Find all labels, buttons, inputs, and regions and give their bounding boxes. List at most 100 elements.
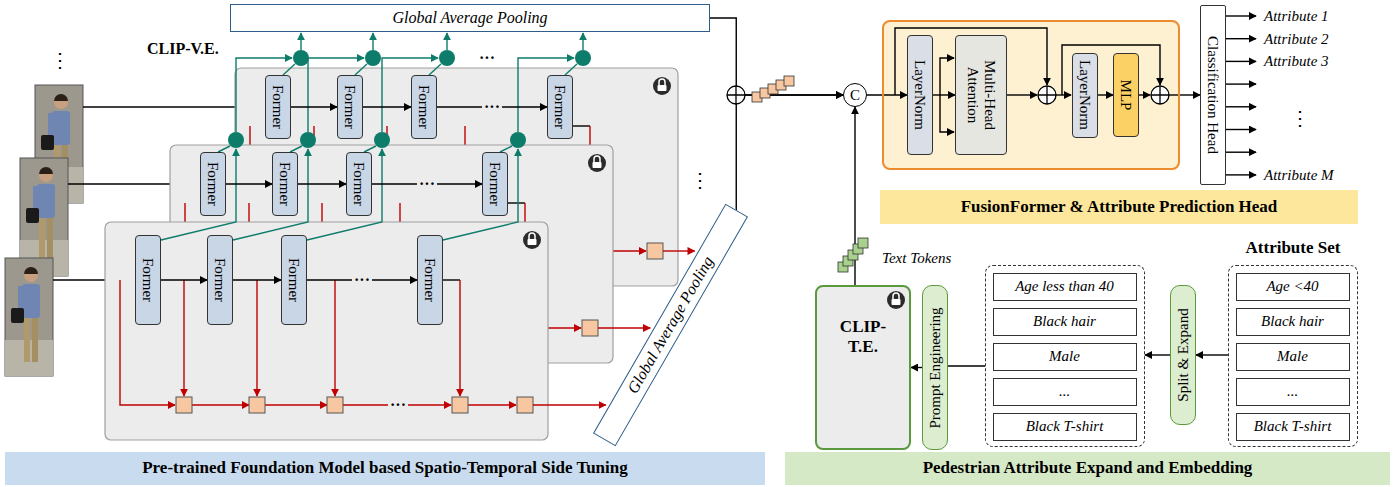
side-path: [468, 404, 516, 405]
section-band: FusionFormer & Attribute Prediction Head: [880, 190, 1358, 224]
output-arrow: [1226, 106, 1256, 107]
attribute-item: ...: [1236, 378, 1350, 406]
lock-shackle: [529, 233, 535, 239]
connector: [363, 106, 411, 107]
lock-icon: [653, 77, 671, 95]
teal-path: [308, 58, 364, 132]
image-frame: [5, 258, 53, 376]
person-hair: [39, 167, 53, 174]
teal-path: [382, 58, 438, 132]
wire: [1056, 94, 1071, 95]
attribute-item: ...: [993, 378, 1137, 406]
lock-disc: [523, 231, 541, 249]
group-heading: Attribute Set: [1229, 239, 1357, 258]
person-shirt: [37, 184, 55, 218]
person-leg: [47, 216, 53, 262]
connector: [736, 95, 843, 210]
attribute-item: Male: [993, 343, 1137, 371]
free-label: ···: [352, 271, 372, 289]
attribute-item: Black T-shirt: [1236, 413, 1350, 441]
attribute-item: Age less than 40: [993, 273, 1137, 301]
node-text: C: [850, 87, 860, 104]
free-label: ···: [417, 175, 437, 193]
side-path: [183, 280, 184, 396]
free-label: ⋮: [688, 169, 712, 191]
former-block: Former: [135, 235, 161, 325]
person-leg: [32, 316, 38, 362]
attribute-item: Male: [1236, 343, 1350, 371]
free-label: Attribute 3: [1262, 53, 1331, 70]
pedestrian-image: [5, 258, 53, 376]
node-text: Age less than 40: [1015, 278, 1114, 295]
node-text: LayerNorm: [912, 60, 929, 130]
section-band: Pedestrian Attribute Expand and Embeddin…: [785, 452, 1390, 485]
pooling-box: Global Average Pooling: [230, 4, 710, 32]
node-text: Black T-shirt: [1254, 418, 1332, 435]
person-shirt: [52, 111, 70, 145]
side-block: [249, 397, 265, 413]
free-label: Attribute 1: [1262, 8, 1331, 25]
attribute-item: Black T-shirt: [993, 413, 1137, 441]
side-panel: [105, 222, 548, 440]
teal-path: [443, 149, 518, 240]
teal-path: [300, 33, 301, 50]
add-circle: [1038, 86, 1056, 104]
node-text: Global Average Pooling: [392, 9, 547, 27]
side-block: [327, 397, 343, 413]
side-path: [334, 280, 335, 396]
node-text: Black hair: [1033, 313, 1096, 330]
lock-disc: [887, 291, 905, 309]
add-cross: [1151, 86, 1169, 104]
teal-path: [446, 33, 447, 50]
node-text: CLIP-T.E.: [830, 317, 896, 356]
mlp-block: MLP: [1113, 53, 1139, 137]
person-shirt: [22, 284, 40, 318]
connector: [911, 367, 922, 368]
side-block: [452, 397, 468, 413]
side-block: [517, 397, 533, 413]
teal-path: [429, 64, 441, 75]
lock-icon: [523, 231, 541, 249]
teal-path: [372, 33, 373, 50]
fusion-node: [439, 50, 455, 66]
free-label: ⋮: [1288, 107, 1312, 129]
former-block: Former: [346, 152, 372, 216]
node-text: Former: [140, 258, 157, 302]
fusion-node: [575, 50, 591, 66]
former-block: Former: [337, 75, 363, 139]
fusion-node: [293, 50, 309, 66]
connector: [233, 279, 281, 280]
fusion-node: [365, 50, 381, 66]
side-path: [192, 404, 249, 405]
connector: [867, 94, 907, 95]
node-text: ...: [1287, 383, 1298, 400]
lock-shackle: [659, 79, 665, 85]
node-fills: [815, 20, 1180, 450]
text-encoder-box: CLIP-T.E.: [815, 285, 911, 450]
former-block: Former: [200, 152, 226, 216]
former-block: Former: [482, 152, 508, 216]
node-fill: [815, 285, 911, 450]
former-block: Former: [417, 235, 443, 325]
person-head: [39, 168, 53, 182]
free-label: ⋮: [48, 49, 72, 71]
fusion-node: [228, 132, 244, 148]
lock-disc: [588, 154, 606, 172]
wire: [573, 125, 590, 126]
lock-shackle: [594, 156, 600, 162]
person-hair: [54, 94, 68, 101]
node-text: Multi-Head Attention: [965, 54, 998, 136]
connector: [298, 183, 346, 184]
lock-icon: [887, 291, 905, 309]
output-arrow: [1226, 83, 1256, 84]
connector: [161, 279, 207, 280]
section-band: Pre-trained Foundation Model based Spati…: [5, 452, 765, 485]
teal-path: [582, 33, 583, 50]
node-text: FusionFormer & Attribute Prediction Head: [961, 198, 1278, 217]
node-text: Former: [205, 162, 222, 206]
attribute-item: Black hair: [993, 308, 1137, 336]
node-text: Prompt Engineering: [927, 307, 944, 428]
node-text: Former: [270, 85, 287, 129]
lock-icon: [588, 154, 606, 172]
person-bag: [41, 135, 54, 150]
